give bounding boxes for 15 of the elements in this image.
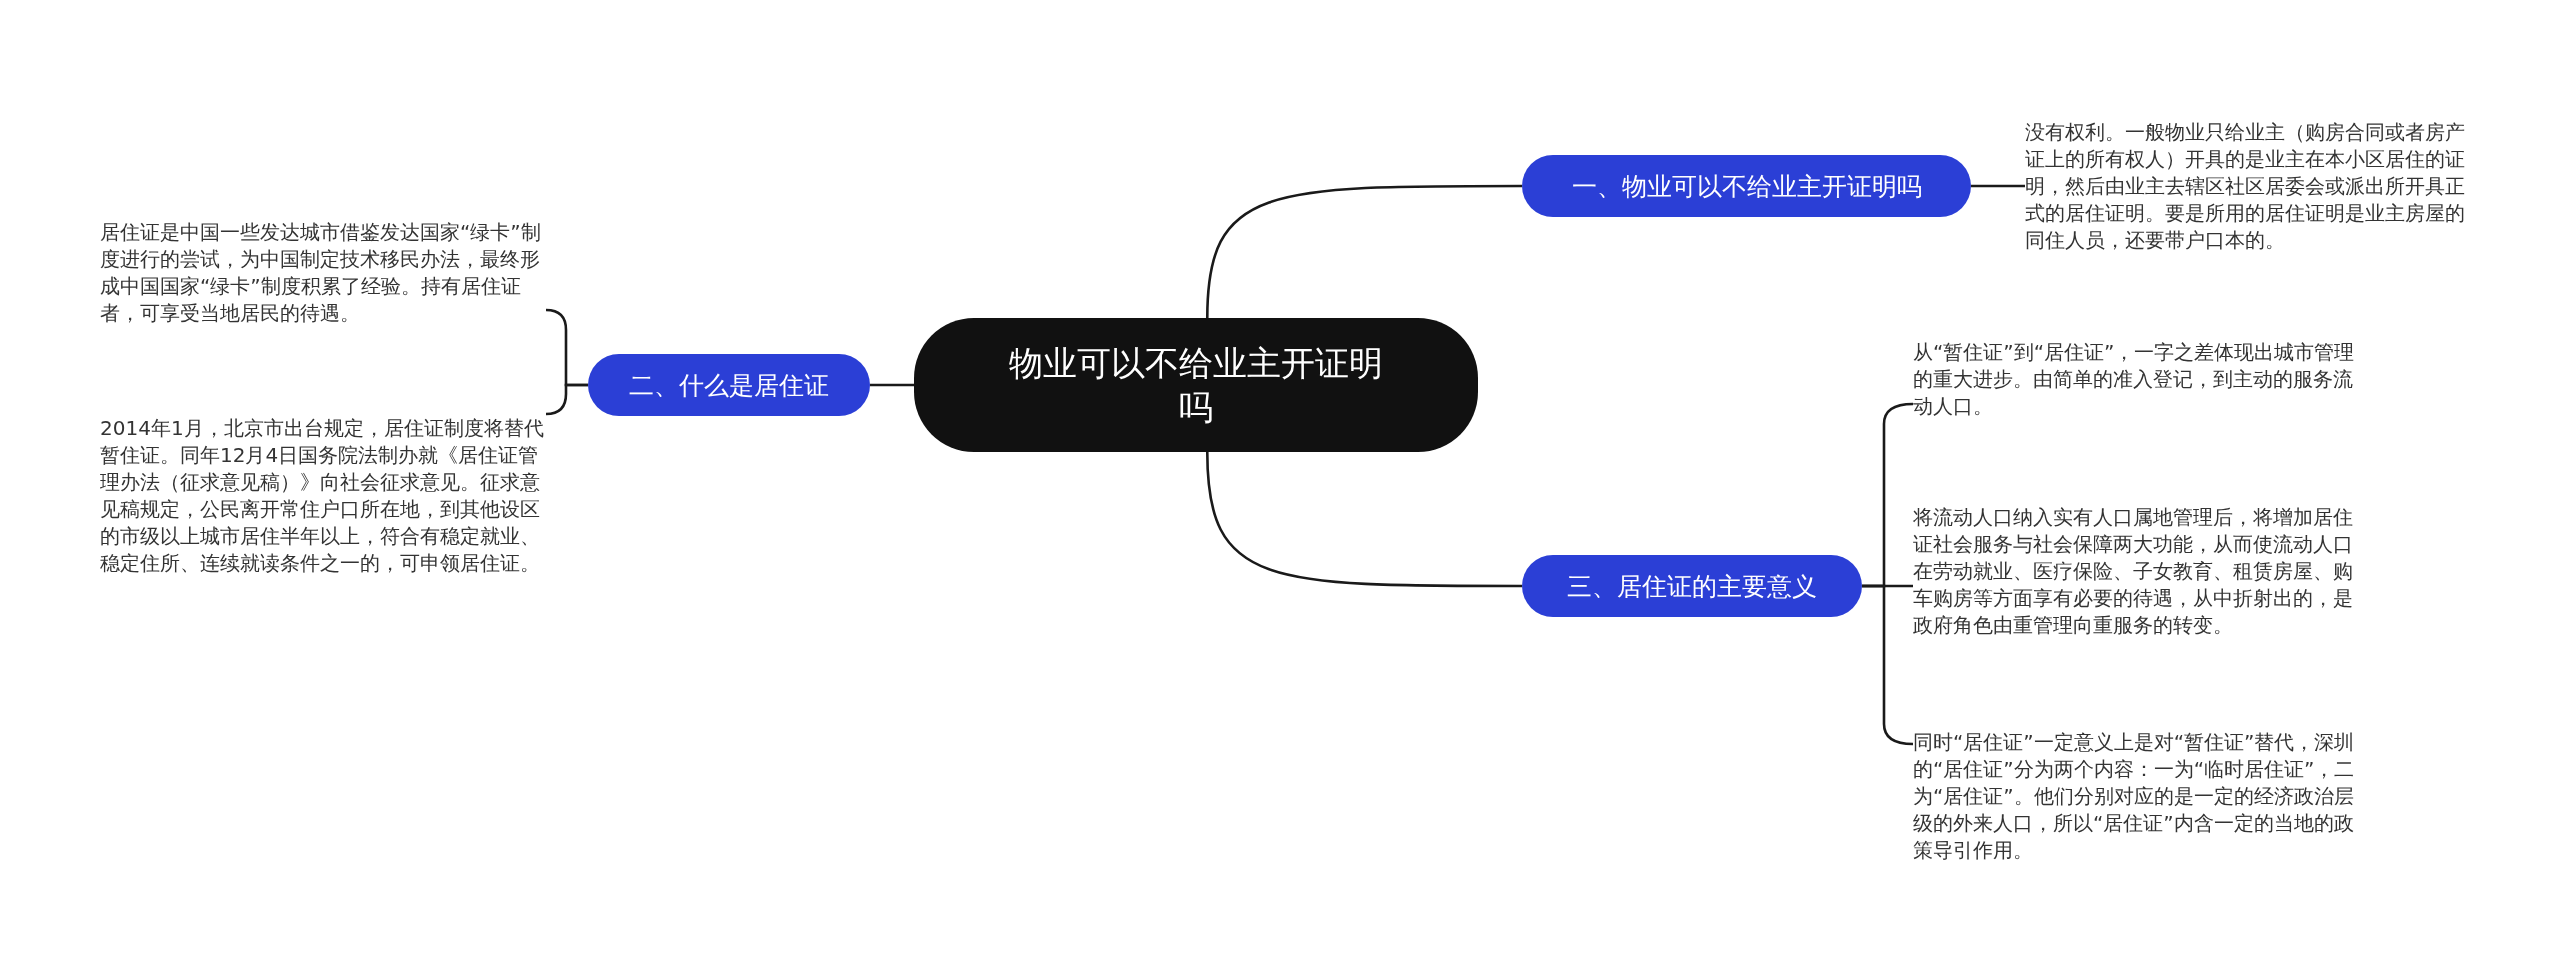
topic-node: 二、什么是居住证 — [588, 354, 870, 416]
note-text: 2014年1月，北京市出台规定，居住证制度将替代暂住证。同年12月4日国务院法制办就《居住证管理办法（征求意见稿）》向社会征求意见。征求意见稿规定，公民离开常住户口所在地，到其他设区的市级以上城市居住半年以上，符合有稳定就业、稳定住所、连续就读条件之一的，可申领居住证。 — [100, 415, 545, 577]
note-text: 将流动人口纳入实有人口属地管理后，将增加居住证社会服务与社会保障两大功能，从而使流动人口在劳动就业、医疗保险、子女教育、租赁房屋、购车购房等方面享有必要的待遇，从中折射出的，是政府角色由重管理向重服务的转变。 — [1913, 503, 2354, 639]
connector-line — [1971, 184, 2025, 188]
topic-node: 三、居住证的主要意义 — [1522, 555, 1862, 617]
connector-line — [1206, 451, 1522, 588]
connector-line — [545, 383, 588, 416]
note-text: 没有权利。一般物业只给业主（购房合同或者房产证上的所有权人）开具的是业主在本小区居住的证明，然后由业主去辖区社区居委会或派出所开具正式的居住证明。要是所用的居住证明是业主房屋的同住人员，还要带户口本的。 — [2025, 118, 2466, 254]
connector-line — [1206, 184, 1522, 319]
note-text: 居住证是中国一些发达城市借鉴发达国家“绿卡”制度进行的尝试，为中国制定技术移民办法，最终形成中国国家“绿卡”制度积累了经验。持有居住证者，可享受当地居民的待遇。 — [100, 219, 542, 327]
connector-line — [870, 383, 914, 387]
central-topic: 物业可以不给业主开证明吗 — [914, 318, 1478, 452]
topic-node: 一、物业可以不给业主开证明吗 — [1522, 155, 1971, 217]
note-text: 从“暂住证”到“居住证”，一字之差体现出城市管理的重大进步。由简单的准入登记，到主动的服务流动人口。 — [1913, 338, 2356, 420]
note-text: 同时“居住证”一定意义上是对“暂住证”替代，深圳的“居住证”分为两个内容：一为“临时居住证”，二为“居住证”。他们分别对应的是一定的经济政治层级的外来人口，所以“居住证”内含一定的当地的政策导引作用。 — [1913, 728, 2356, 864]
